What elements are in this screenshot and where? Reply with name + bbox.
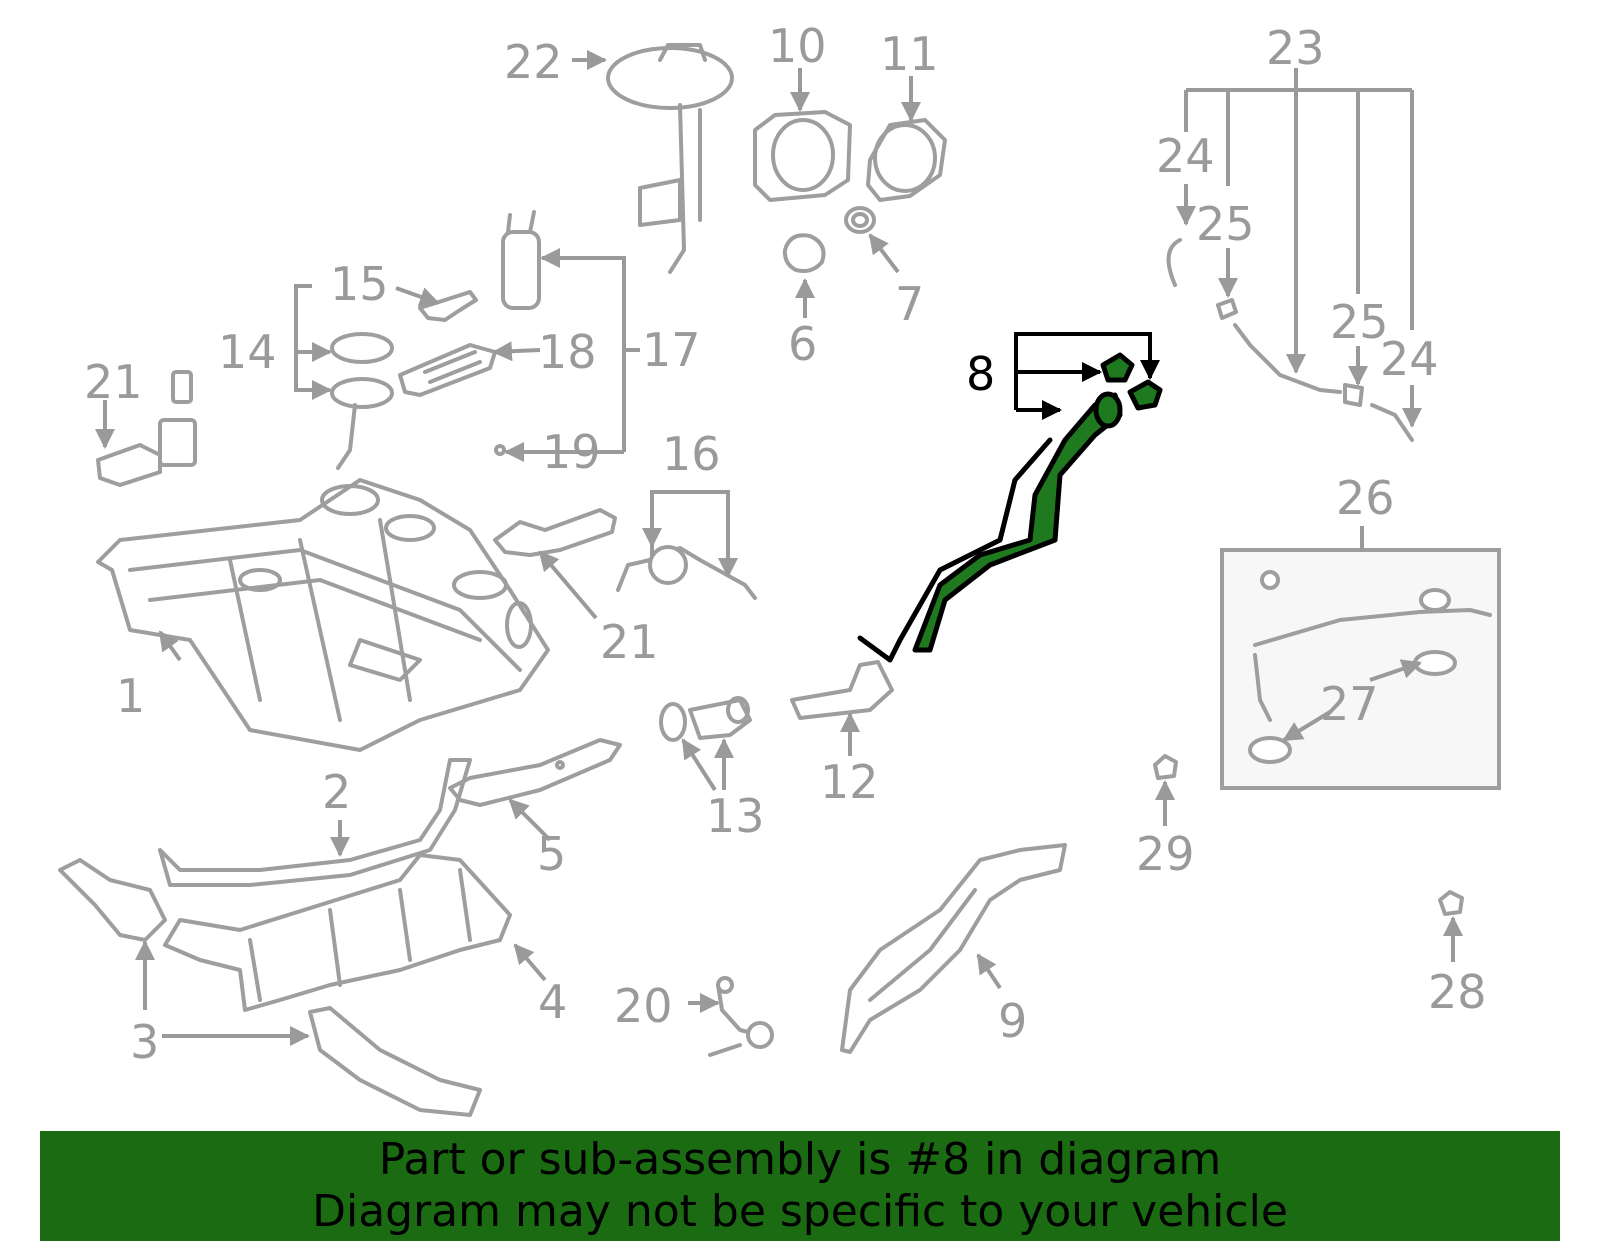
- callout-4: 4: [538, 975, 567, 1029]
- leader-lines: [95, 50, 1463, 1046]
- info-banner: Part or sub-assembly is #8 in diagram Di…: [40, 1131, 1560, 1241]
- callout-1: 1: [116, 669, 145, 723]
- callout-24-right: 24: [1380, 332, 1439, 386]
- tank-strap-part[interactable]: [158, 758, 472, 887]
- canister-21-right-part[interactable]: [493, 508, 617, 557]
- callout-14: 14: [218, 325, 277, 379]
- fuel-pump-part[interactable]: [501, 210, 541, 310]
- callout-labels: 1 2 3 4 5 6 7 8 9 10 11 12 13 14 15 16 1…: [84, 19, 1487, 1069]
- fuel-filler-lid-part[interactable]: [866, 118, 947, 202]
- fuel-valve-13-part[interactable]: [659, 696, 752, 742]
- gauge-sender-part[interactable]: [330, 332, 394, 470]
- sensor-20-part[interactable]: [708, 976, 774, 1057]
- vent-tube-assembly-part[interactable]: [1166, 238, 1414, 442]
- callout-28: 28: [1428, 965, 1487, 1019]
- vent-line-kit-26-part[interactable]: [1220, 548, 1501, 790]
- vent-valve-16-part[interactable]: [616, 545, 757, 600]
- fuel-filter-15-part[interactable]: [418, 290, 478, 322]
- fuel-pump-bracket-part[interactable]: [606, 43, 734, 274]
- clip-19-part[interactable]: [494, 444, 506, 456]
- fuel-strainer-part[interactable]: [398, 343, 497, 397]
- callout-20: 20: [614, 979, 673, 1033]
- filler-hose-part[interactable]: [790, 660, 894, 720]
- callout-15: 15: [330, 257, 389, 311]
- fuel-filler-housing-part[interactable]: [753, 110, 852, 202]
- callout-10: 10: [768, 19, 827, 73]
- clip-28-part[interactable]: [1438, 890, 1464, 916]
- banner-line-part-number: Part or sub-assembly is #8 in diagram: [378, 1134, 1222, 1185]
- fuel-tank-part[interactable]: [96, 478, 550, 752]
- bracket-part[interactable]: [448, 738, 622, 807]
- callout-5: 5: [537, 827, 566, 881]
- callout-24-left: 24: [1156, 129, 1215, 183]
- clip-29-part[interactable]: [1153, 754, 1178, 780]
- protector-part[interactable]: [58, 858, 482, 1117]
- callout-22: 22: [504, 35, 563, 89]
- callout-17: 17: [642, 323, 701, 377]
- callout-13: 13: [706, 789, 765, 843]
- callout-11: 11: [880, 27, 939, 81]
- callout-27: 27: [1320, 677, 1379, 731]
- callout-8: 8: [966, 347, 995, 401]
- fuel-cap-part[interactable]: [782, 233, 826, 273]
- heat-insulator-part[interactable]: [163, 853, 512, 1012]
- callout-6: 6: [788, 317, 817, 371]
- callout-7: 7: [895, 277, 924, 331]
- gasket-7-part[interactable]: [844, 206, 876, 234]
- callout-25-left: 25: [1196, 197, 1255, 251]
- banner-line-disclaimer: Diagram may not be specific to your vehi…: [312, 1186, 1288, 1237]
- callout-21-mid: 21: [600, 615, 659, 669]
- callout-29: 29: [1136, 827, 1195, 881]
- callout-25-right: 25: [1330, 295, 1389, 349]
- callout-12: 12: [820, 755, 879, 809]
- fuel-filler-pipe-part-highlighted[interactable]: [857, 352, 1163, 663]
- callout-3: 3: [130, 1015, 159, 1069]
- callout-16: 16: [662, 427, 721, 481]
- callout-21-left: 21: [84, 355, 143, 409]
- callout-26: 26: [1336, 471, 1395, 525]
- callout-18: 18: [538, 325, 597, 379]
- leader-lines-part-8: [1014, 332, 1160, 420]
- callout-19: 19: [542, 425, 601, 479]
- canister-21-left-part[interactable]: [96, 370, 197, 487]
- callout-23: 23: [1266, 21, 1325, 75]
- callout-2: 2: [322, 765, 351, 819]
- filler-pipe-shield-part[interactable]: [840, 843, 1067, 1054]
- callout-9: 9: [998, 994, 1027, 1048]
